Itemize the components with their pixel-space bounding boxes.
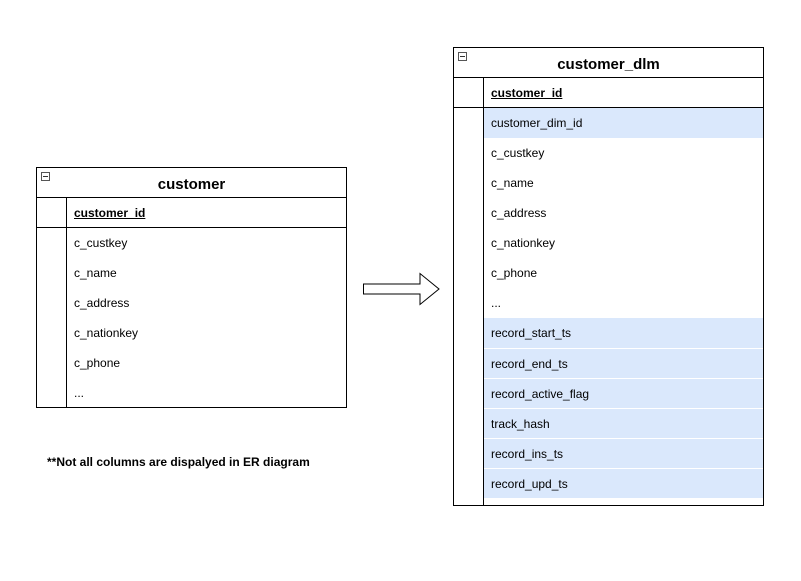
column-label: ... <box>491 296 502 310</box>
customer-dlm-primary-key: customer_id <box>491 86 563 100</box>
customer-dlm-column-list: customer_dim_id c_custkey c_name c_addre… <box>484 108 763 498</box>
column-row: c_address <box>484 198 763 228</box>
column-row-added: record_end_ts <box>484 348 763 378</box>
column-row: c_custkey <box>67 228 346 258</box>
column-label: record_start_ts <box>491 326 572 340</box>
customer-table[interactable]: customer customer_id c_custkey c_name c_… <box>36 167 347 408</box>
column-label: record_active_flag <box>491 387 590 401</box>
customer-primary-key: customer_id <box>74 206 146 220</box>
column-row: c_phone <box>67 348 346 378</box>
column-row: c_nationkey <box>484 228 763 258</box>
column-row-added: record_upd_ts <box>484 468 763 498</box>
column-label: c_nationkey <box>491 236 556 250</box>
footnote: **Not all columns are dispalyed in ER di… <box>47 455 310 469</box>
column-row: ... <box>67 378 346 408</box>
column-row-added: track_hash <box>484 408 763 438</box>
column-label: c_custkey <box>74 236 128 250</box>
customer-key-divider <box>66 198 67 407</box>
column-row-added: record_active_flag <box>484 378 763 408</box>
right-arrow-icon <box>363 272 440 306</box>
column-label: c_name <box>74 266 117 280</box>
column-row: c_name <box>67 258 346 288</box>
column-label: track_hash <box>491 417 550 431</box>
column-row: c_address <box>67 288 346 318</box>
column-row: c_custkey <box>484 138 763 168</box>
column-row-added: customer_dim_id <box>484 108 763 138</box>
customer-table-title: customer <box>157 176 226 193</box>
column-label: c_address <box>491 206 547 220</box>
column-label: record_upd_ts <box>491 477 568 491</box>
customer-dlm-table-header: customer_dlm <box>454 48 763 78</box>
column-label: c_name <box>491 176 534 190</box>
column-row-added: record_ins_ts <box>484 438 763 468</box>
column-label: ... <box>74 386 85 400</box>
column-row-added: record_start_ts <box>484 318 763 348</box>
customer-primary-key-row: customer_id <box>37 198 346 228</box>
column-label: c_nationkey <box>74 326 139 340</box>
collapse-minus-icon[interactable] <box>458 52 467 61</box>
column-label: customer_dim_id <box>491 116 583 130</box>
customer-dlm-key-divider <box>483 78 484 505</box>
collapse-minus-icon[interactable] <box>41 172 50 181</box>
column-row: c_nationkey <box>67 318 346 348</box>
customer-dlm-primary-key-row: customer_id <box>454 78 763 108</box>
column-label: record_end_ts <box>491 357 568 371</box>
column-label: record_ins_ts <box>491 447 564 461</box>
column-label: c_phone <box>491 266 538 280</box>
column-label: c_address <box>74 296 130 310</box>
customer-column-list: c_custkey c_name c_address c_nationkey c… <box>67 228 346 408</box>
column-row: ... <box>484 288 763 318</box>
customer-table-header: customer <box>37 168 346 198</box>
column-label: c_phone <box>74 356 121 370</box>
customer-dlm-table[interactable]: customer_dlm customer_id customer_dim_id… <box>453 47 764 506</box>
column-row: c_name <box>484 168 763 198</box>
column-row: c_phone <box>484 258 763 288</box>
column-label: c_custkey <box>491 146 545 160</box>
customer-dlm-table-title: customer_dlm <box>557 56 660 73</box>
